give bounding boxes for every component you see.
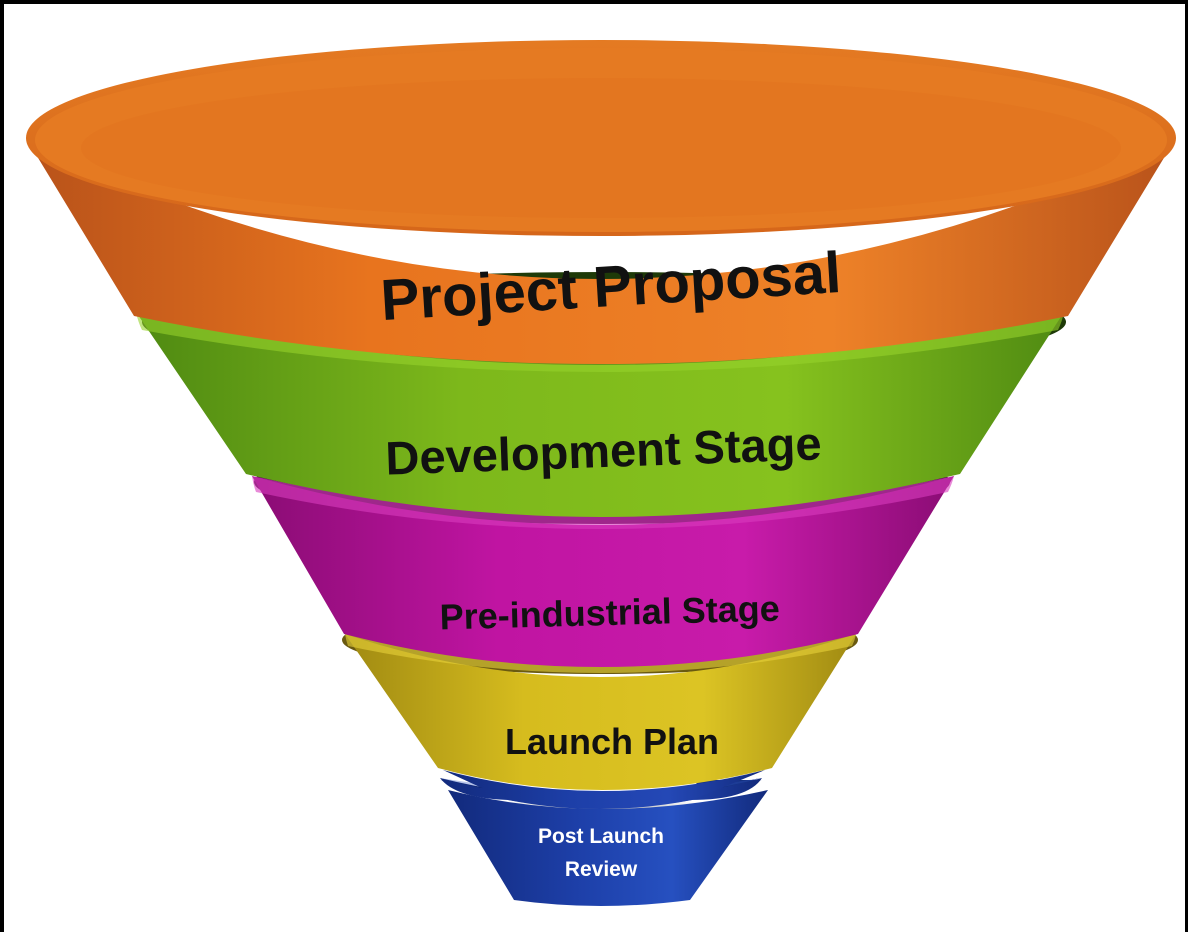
- label-launch-plan: Launch Plan: [505, 721, 719, 762]
- tip-label-line2: Review: [565, 858, 638, 881]
- stage-blue-body: [443, 770, 765, 809]
- label-pre-industrial-stage: Pre-industrial Stage: [439, 588, 780, 638]
- tip-label-line1: Post Launch: [538, 825, 664, 848]
- label-launch-plan-text: Launch Plan: [505, 721, 719, 762]
- funnel-tip-cone: [448, 790, 768, 906]
- stage-project-proposal: [26, 40, 1176, 364]
- label-pre-industrial-stage-text: Pre-industrial Stage: [439, 588, 780, 638]
